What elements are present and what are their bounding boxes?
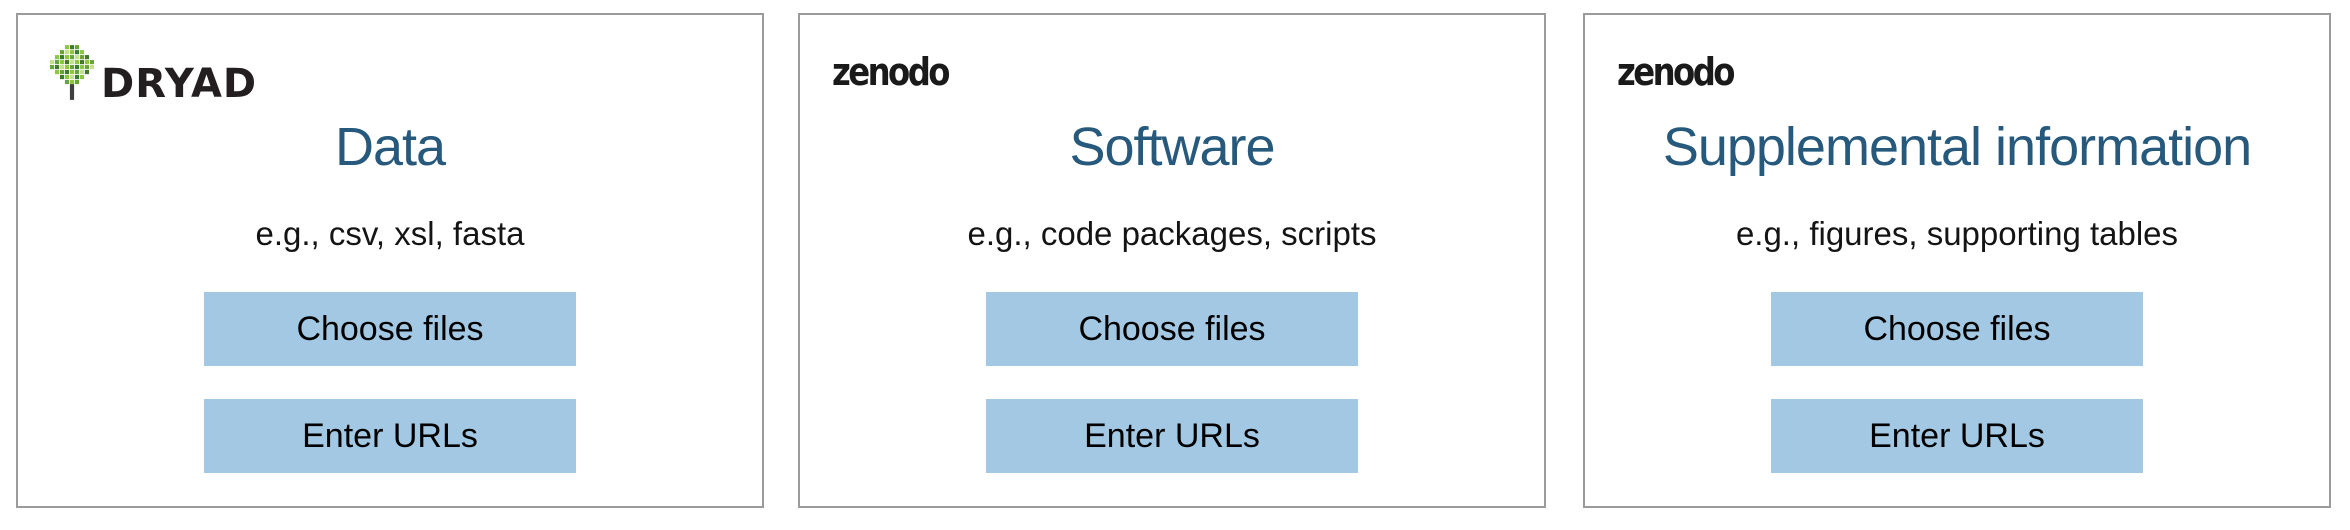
panel-supplemental: zenodo Supplemental information e.g., fi…: [1583, 13, 2331, 508]
panel-title-software: Software: [1069, 117, 1275, 177]
zenodo-logo: zenodo: [832, 50, 968, 94]
panel-title-supplemental: Supplemental information: [1662, 117, 2252, 177]
enter-urls-button[interactable]: Enter URLs: [986, 399, 1358, 473]
panel-title-data: Data: [334, 117, 446, 177]
panel-examples-data: e.g., csv, xsl, fasta: [255, 215, 525, 252]
dryad-tree-icon: [50, 45, 94, 100]
panel-examples-software: e.g., code packages, scripts: [967, 215, 1377, 252]
zenodo-wordmark: zenodo: [832, 50, 950, 94]
choose-files-button[interactable]: Choose files: [986, 292, 1358, 366]
choose-files-button[interactable]: Choose files: [204, 292, 576, 366]
dryad-wordmark: DRYAD: [101, 61, 258, 108]
choose-files-button[interactable]: Choose files: [1771, 292, 2143, 366]
enter-urls-button[interactable]: Enter URLs: [1771, 399, 2143, 473]
dryad-logo: DRYAD: [50, 45, 258, 108]
zenodo-logo: zenodo: [1617, 50, 1753, 94]
panel-software: zenodo Software e.g., code packages, scr…: [798, 13, 1546, 508]
panel-examples-supplemental: e.g., figures, supporting tables: [1735, 215, 2179, 252]
panel-data: DRYAD Data e.g., csv, xsl, fasta Choose …: [16, 13, 764, 508]
enter-urls-button[interactable]: Enter URLs: [204, 399, 576, 473]
zenodo-wordmark: zenodo: [1617, 50, 1735, 94]
